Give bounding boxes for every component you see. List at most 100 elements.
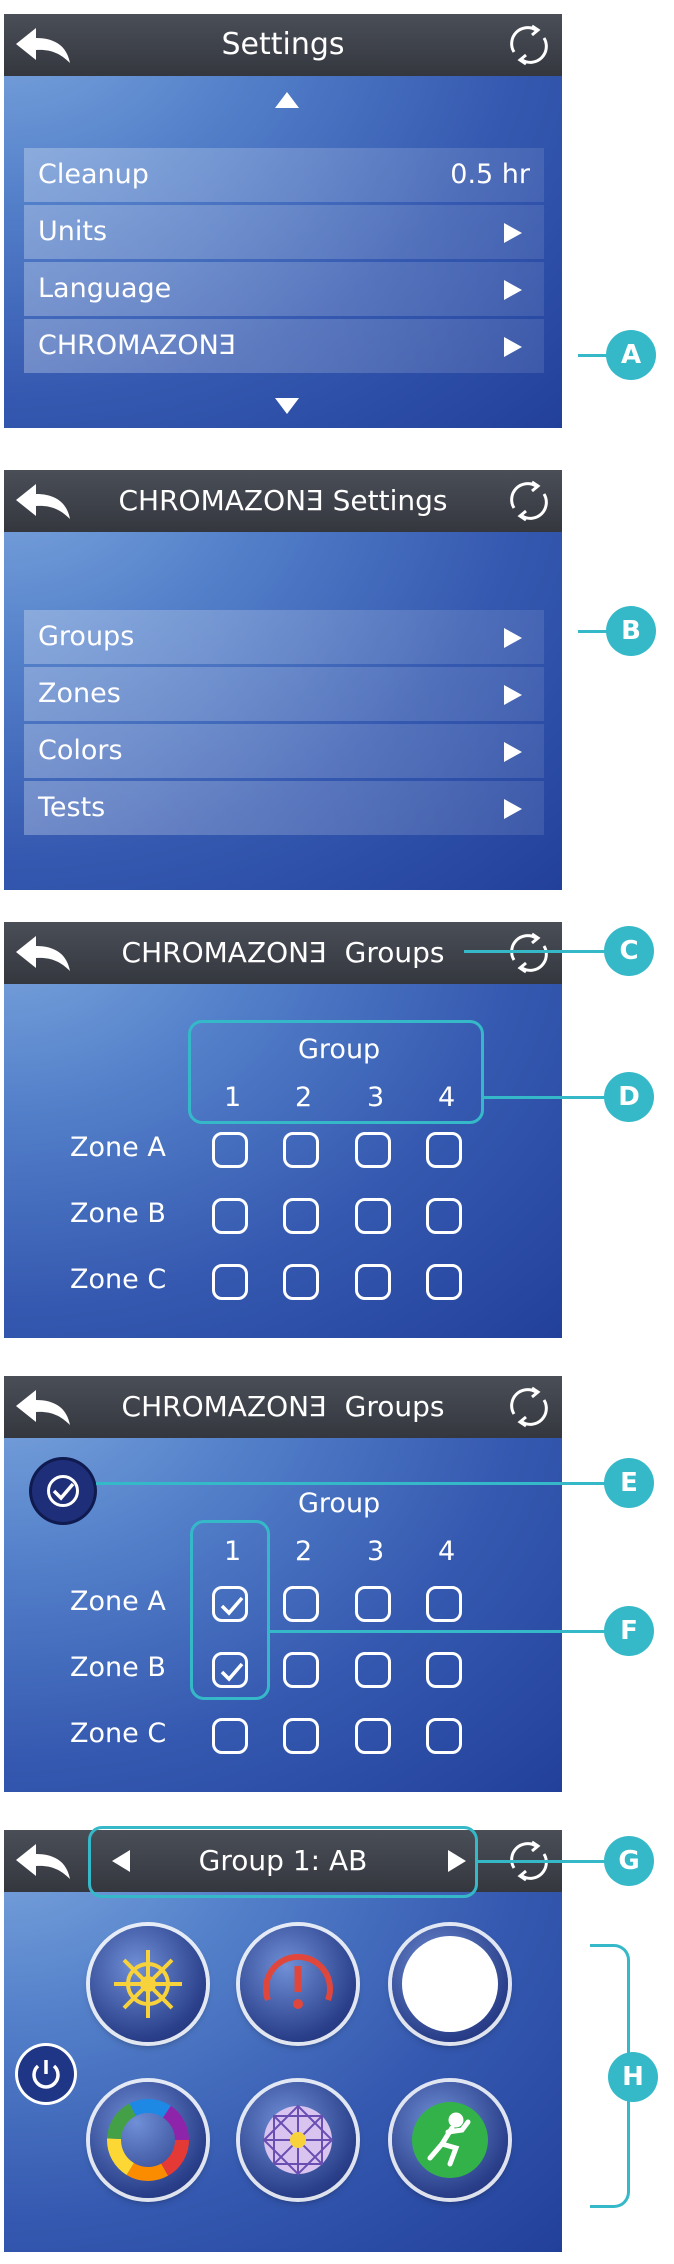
checkbox-zone-a-group-2[interactable] xyxy=(283,1132,319,1168)
callout-g: G xyxy=(604,1836,654,1886)
arrow-right-icon xyxy=(504,685,522,705)
prev-group-arrow[interactable] xyxy=(112,1850,130,1872)
callout-line-c xyxy=(464,950,614,953)
chromazone-settings-screen: CHROMAZONƎ Settings Groups Zones Colors … xyxy=(4,470,562,890)
zone-label-c: Zone C xyxy=(70,1264,167,1295)
back-icon[interactable] xyxy=(14,1842,72,1884)
checkbox-zone-a-group-1-checked[interactable] xyxy=(212,1586,248,1622)
page-title: CHROMAZONƎ Groups xyxy=(121,936,445,969)
white-light-icon xyxy=(402,1936,498,2032)
page-title: CHROMAZONƎ Settings xyxy=(118,484,448,517)
next-group-arrow[interactable] xyxy=(448,1850,466,1872)
refresh-icon[interactable] xyxy=(506,1840,552,1886)
checkbox-zone-b-group-2[interactable] xyxy=(283,1198,319,1234)
relax-button[interactable] xyxy=(392,2082,508,2198)
helm-button[interactable] xyxy=(90,1926,206,2042)
checkbox-zone-a-group-3[interactable] xyxy=(355,1132,391,1168)
row-label: Groups xyxy=(38,621,135,652)
checkbox-zone-a-group-4[interactable] xyxy=(426,1586,462,1622)
check-icon xyxy=(52,1482,75,1501)
page-title: Settings xyxy=(221,27,345,62)
color-wheel-icon xyxy=(107,2099,189,2181)
checkbox-zone-c-group-1[interactable] xyxy=(212,1264,248,1300)
checkbox-zone-b-group-3[interactable] xyxy=(355,1652,391,1688)
callout-c: C xyxy=(604,926,654,976)
row-label: Units xyxy=(38,216,108,247)
checkbox-zone-b-group-1[interactable] xyxy=(212,1198,248,1234)
mandala-icon xyxy=(262,2104,334,2176)
zone-label-b: Zone B xyxy=(70,1652,166,1683)
callout-line-a xyxy=(578,354,618,357)
callout-h: H xyxy=(608,2052,658,2102)
groups-screen-selected: CHROMAZONƎ Groups Group 1 2 3 4 Zone A Z… xyxy=(4,1376,562,1792)
refresh-icon[interactable] xyxy=(506,1386,552,1432)
mandala-button[interactable] xyxy=(240,2082,356,2198)
callout-b: B xyxy=(606,606,656,656)
white-light-button[interactable] xyxy=(392,1926,508,2042)
header-bar: Group 1: AB xyxy=(4,1830,562,1892)
group-number-4: 4 xyxy=(438,1082,456,1113)
row-label: CHROMAZONƎ xyxy=(38,330,236,361)
checkbox-zone-b-group-4[interactable] xyxy=(426,1652,462,1688)
zone-label-a: Zone A xyxy=(70,1132,166,1163)
checkbox-zone-c-group-3[interactable] xyxy=(355,1264,391,1300)
gauge-button[interactable] xyxy=(240,1926,356,2042)
settings-row-colors[interactable]: Colors xyxy=(24,724,544,778)
zone-label-a: Zone A xyxy=(70,1586,166,1617)
settings-row-cleanup[interactable]: Cleanup 0.5 hr xyxy=(24,148,544,202)
scroll-down-arrow[interactable] xyxy=(275,398,299,414)
checkbox-zone-a-group-3[interactable] xyxy=(355,1586,391,1622)
row-label: Tests xyxy=(38,792,106,823)
group-number-2: 2 xyxy=(295,1536,313,1567)
checkbox-zone-c-group-2[interactable] xyxy=(283,1718,319,1754)
callout-line-g xyxy=(478,1860,614,1863)
checkbox-zone-b-group-4[interactable] xyxy=(426,1198,462,1234)
page-title: CHROMAZONƎ Groups xyxy=(121,1390,445,1423)
refresh-icon[interactable] xyxy=(506,932,552,978)
group-number-3: 3 xyxy=(367,1536,385,1567)
checkbox-zone-c-group-3[interactable] xyxy=(355,1718,391,1754)
power-button[interactable] xyxy=(18,2046,74,2102)
settings-row-zones[interactable]: Zones xyxy=(24,667,544,721)
groups-screen: CHROMAZONƎ Groups Group 1 2 3 4 Zone A Z… xyxy=(4,922,562,1338)
arrow-right-icon xyxy=(504,337,522,357)
color-wheel-button[interactable] xyxy=(90,2082,206,2198)
power-icon xyxy=(32,2060,60,2089)
arrow-right-icon xyxy=(504,799,522,819)
group-number-3: 3 xyxy=(367,1082,385,1113)
checkbox-zone-a-group-2[interactable] xyxy=(283,1586,319,1622)
back-icon[interactable] xyxy=(14,1388,72,1430)
settings-row-tests[interactable]: Tests xyxy=(24,781,544,835)
checkbox-zone-a-group-4[interactable] xyxy=(426,1132,462,1168)
checkbox-zone-c-group-1[interactable] xyxy=(212,1718,248,1754)
check-icon xyxy=(220,1596,244,1616)
arrow-right-icon xyxy=(504,742,522,762)
settings-row-units[interactable]: Units xyxy=(24,205,544,259)
checkbox-zone-c-group-4[interactable] xyxy=(426,1718,462,1754)
relax-icon xyxy=(412,2102,488,2178)
back-icon[interactable] xyxy=(14,482,72,524)
back-icon[interactable] xyxy=(14,934,72,976)
refresh-icon[interactable] xyxy=(506,24,552,70)
checkbox-zone-b-group-1-checked[interactable] xyxy=(212,1652,248,1688)
refresh-icon[interactable] xyxy=(506,480,552,526)
settings-row-chromazone[interactable]: CHROMAZONƎ xyxy=(24,319,544,373)
checkbox-zone-c-group-4[interactable] xyxy=(426,1264,462,1300)
checkbox-zone-a-group-1[interactable] xyxy=(212,1132,248,1168)
settings-row-groups[interactable]: Groups xyxy=(24,610,544,664)
settings-row-language[interactable]: Language xyxy=(24,262,544,316)
confirm-check-button[interactable] xyxy=(32,1460,94,1522)
checkbox-zone-b-group-3[interactable] xyxy=(355,1198,391,1234)
helm-icon xyxy=(114,1950,182,2018)
gauge-icon xyxy=(263,1953,333,2009)
checkbox-zone-c-group-2[interactable] xyxy=(283,1264,319,1300)
header-bar: CHROMAZONƎ Settings xyxy=(4,470,562,532)
group-heading: Group xyxy=(298,1488,381,1519)
group-number-4: 4 xyxy=(438,1536,456,1567)
row-value: 0.5 hr xyxy=(450,159,530,190)
callout-line-d xyxy=(484,1096,614,1099)
scroll-up-arrow[interactable] xyxy=(275,92,299,108)
arrow-right-icon xyxy=(504,223,522,243)
checkbox-zone-b-group-2[interactable] xyxy=(283,1652,319,1688)
back-icon[interactable] xyxy=(14,26,72,68)
